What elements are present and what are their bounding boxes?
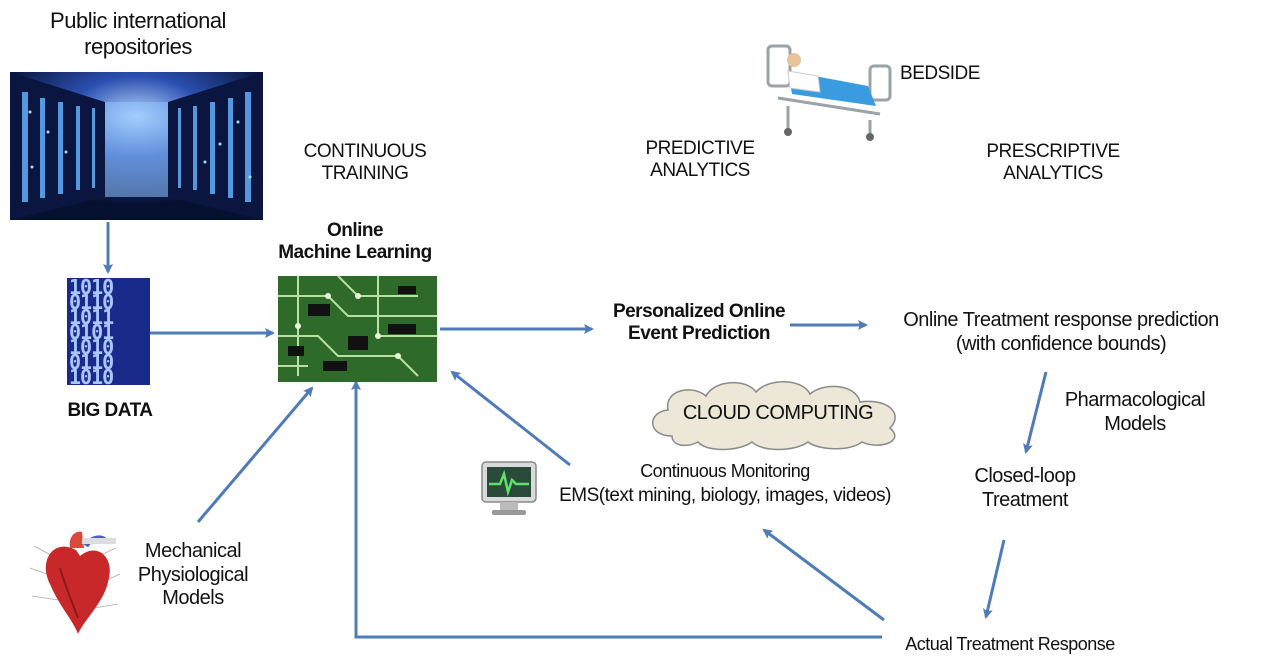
predictive-line1: PREDICTIVE	[645, 138, 755, 159]
arrow-response-to-ml	[351, 380, 882, 639]
treatment-prediction-line1: Online Treatment response prediction	[903, 309, 1219, 331]
binary-row: 1011	[69, 305, 114, 329]
predictive-line2: ANALYTICS	[650, 160, 750, 182]
cloud-computing-label: CLOUD COMPUTING	[682, 402, 874, 424]
circuit-board-image	[278, 275, 437, 382]
treatment-prediction-label: Online Treatment response prediction (wi…	[866, 309, 1256, 356]
prescriptive-line2: ANALYTICS	[1003, 163, 1103, 185]
pharma-line2: Models	[1104, 412, 1166, 435]
arrow-response-to-monitoring	[762, 528, 885, 622]
binary-row: 0110	[69, 290, 114, 314]
repositories-title-line1: Public international	[50, 8, 226, 33]
mechanical-line3: Models	[162, 587, 224, 610]
server-room-image	[10, 72, 263, 220]
treatment-prediction-line2: (with confidence bounds)	[955, 332, 1167, 355]
closed-loop-label: Closed-loop Treatment	[950, 465, 1100, 512]
actual-treatment-response-label: Actual Treatment Response	[905, 634, 1115, 654]
heart-anatomy-image	[20, 528, 132, 643]
arrow-closedloop-to-response	[982, 539, 1006, 619]
monitor-icon	[480, 460, 538, 518]
mechanical-line1: Mechanical	[144, 540, 242, 562]
binary-row: 0110	[69, 350, 114, 374]
monitoring-sources: EMS(text mining, biology, images, videos…	[559, 485, 891, 506]
continuous-training-label: CONTINUOUS TRAINING	[280, 141, 450, 186]
arrow-treatment-to-closedloop	[1023, 371, 1048, 454]
personalized-prediction-label: Personalized Online Event Prediction	[588, 301, 810, 346]
online-ml-line1: Online	[326, 220, 384, 241]
binary-row: 1010	[69, 335, 114, 359]
mechanical-line2: Physiological	[137, 563, 249, 586]
prescriptive-line1: PRESCRIPTIVE	[986, 141, 1120, 162]
cloud-shape: CLOUD COMPUTING	[642, 376, 914, 452]
binary-row: 1010	[69, 278, 114, 299]
prescriptive-analytics-label: PRESCRIPTIVE ANALYTICS	[968, 141, 1138, 186]
monitoring-title: Continuous Monitoring	[640, 461, 810, 481]
binary-row: 1010	[69, 365, 114, 385]
arrow-models-to-ml	[196, 386, 314, 523]
hospital-bed-icon	[758, 36, 898, 141]
binary-digits: 1010 0110 1011 0101 1010 0110 1010	[67, 278, 150, 385]
closed-loop-line2: Treatment	[982, 488, 1068, 511]
continuous-training-line1: CONTINUOUS	[303, 141, 427, 162]
big-data-label: BIG DATA	[67, 400, 153, 421]
continuous-training-line2: TRAINING	[321, 163, 409, 185]
online-ml-title: Online Machine Learning	[245, 220, 465, 265]
closed-loop-line1: Closed-loop	[974, 465, 1076, 487]
repositories-title: Public international repositories	[14, 8, 262, 60]
mechanical-models-label: Mechanical Physiological Models	[118, 540, 268, 611]
personalized-line1: Personalized Online	[612, 301, 786, 322]
bedside-label: BEDSIDE	[900, 63, 980, 84]
online-ml-line2: Machine Learning	[278, 242, 432, 264]
arrow-monitoring-to-ml	[450, 370, 571, 467]
binary-row: 0101	[69, 320, 114, 344]
repositories-title-line2: repositories	[84, 33, 192, 59]
predictive-analytics-label: PREDICTIVE ANALYTICS	[615, 138, 785, 183]
pharma-line1: Pharmacological	[1064, 389, 1206, 411]
big-data-image: 1010 0110 1011 0101 1010 0110 1010	[67, 278, 150, 385]
pharmacological-models-label: Pharmacological Models	[1040, 389, 1230, 436]
personalized-line2: Event Prediction	[628, 323, 770, 345]
